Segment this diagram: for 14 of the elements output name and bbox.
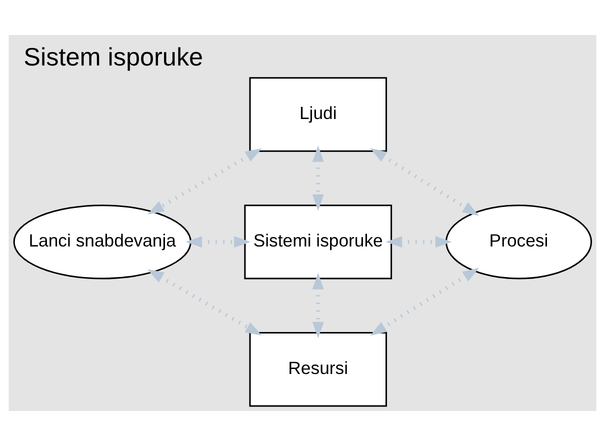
arrow bbox=[370, 267, 480, 336]
node-box: Ljudi bbox=[249, 76, 388, 152]
node-box: Sistemi isporuke bbox=[244, 204, 392, 279]
arrow bbox=[312, 144, 324, 210]
arrow bbox=[370, 148, 479, 216]
arrow bbox=[386, 236, 452, 248]
arrow bbox=[186, 236, 251, 248]
node-box: Resursi bbox=[249, 332, 388, 406]
arrow bbox=[147, 268, 262, 335]
node-ellipse: Lanci snabdevanja bbox=[13, 204, 192, 279]
node-ellipse: Procesi bbox=[445, 204, 592, 279]
arrow bbox=[312, 272, 324, 338]
diagram-title: Sistem isporuke bbox=[24, 42, 204, 71]
arrow bbox=[148, 148, 262, 214]
